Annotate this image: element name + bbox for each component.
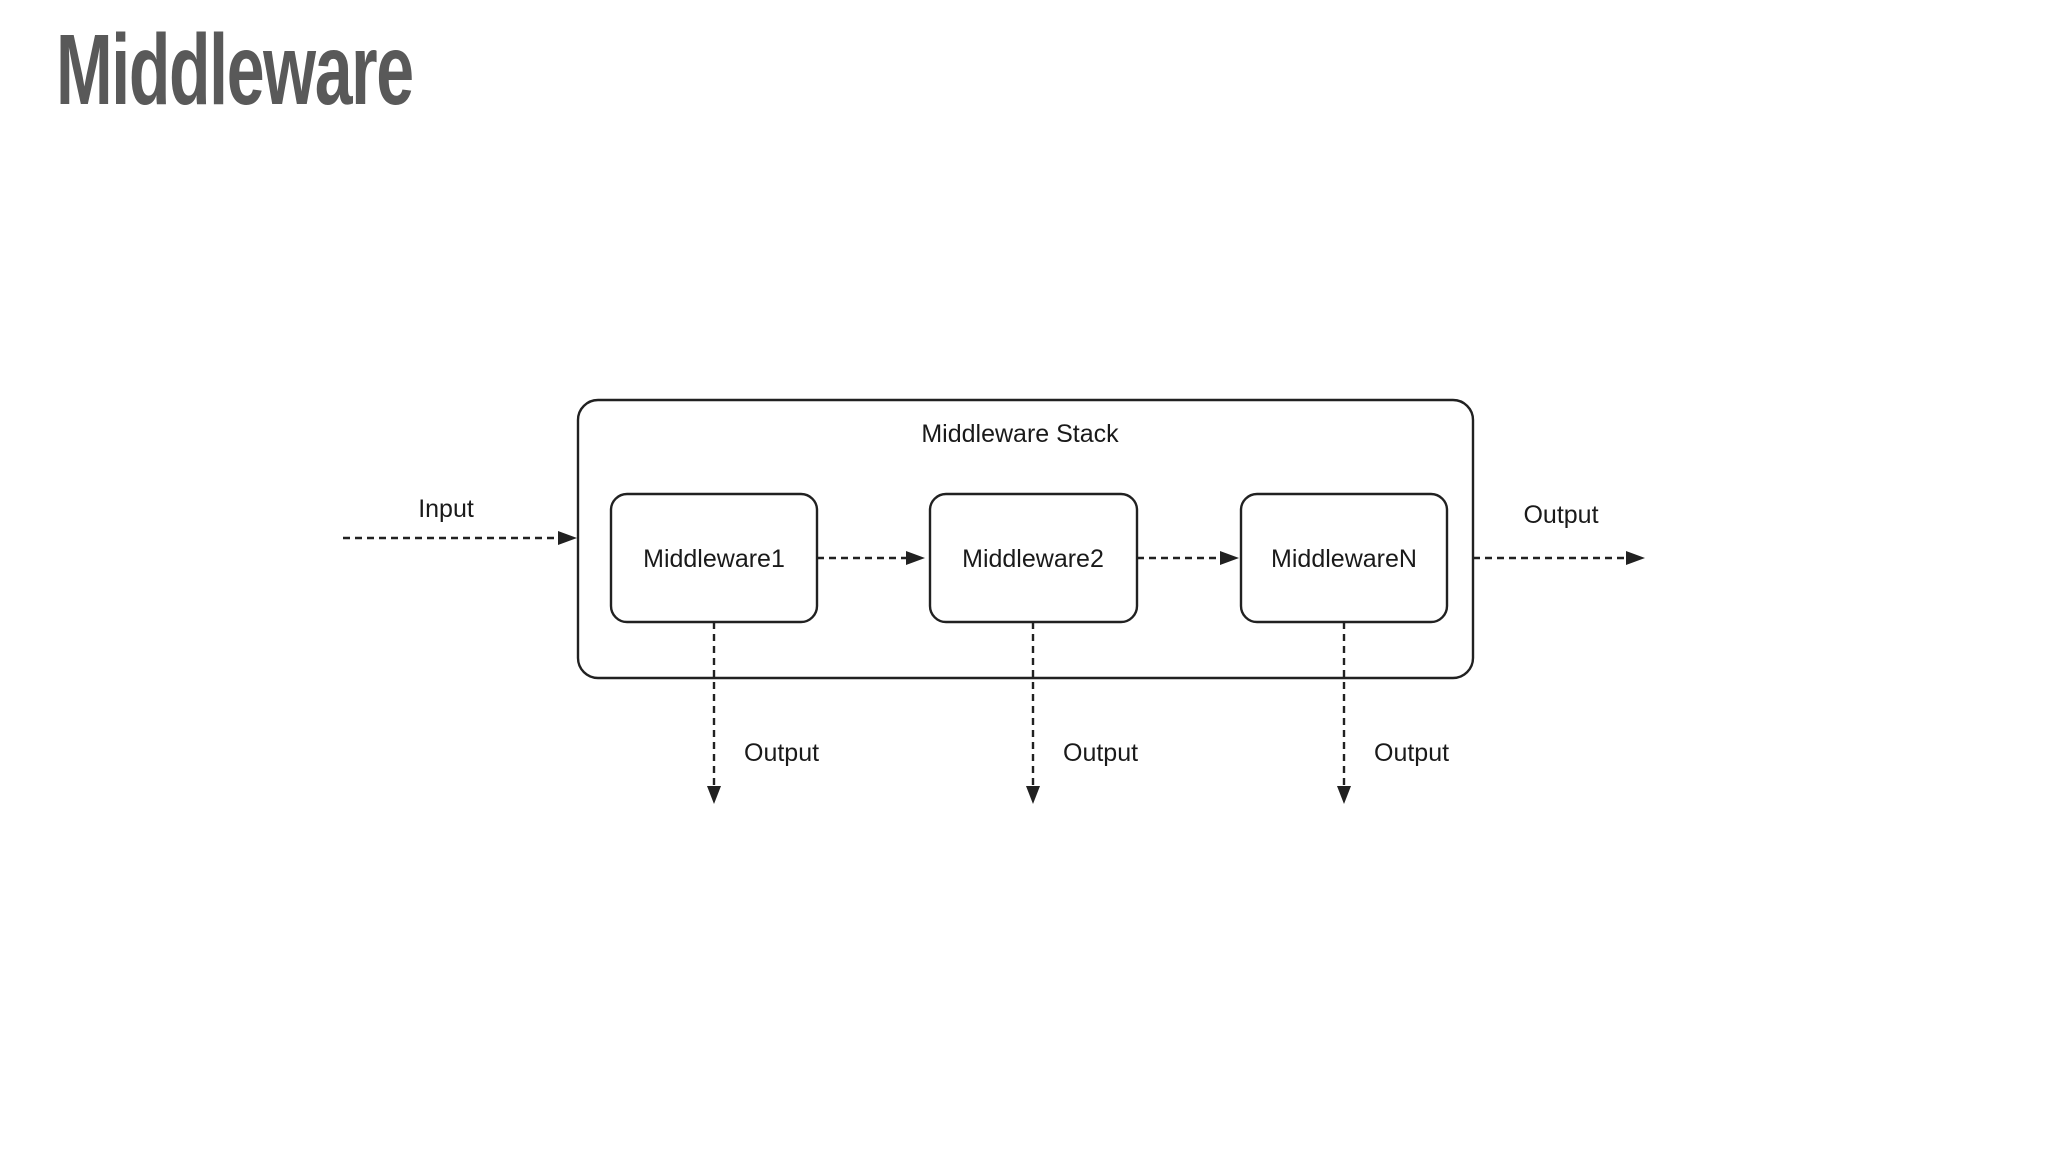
arrow-middleware1-to-middleware2-head-icon bbox=[906, 551, 925, 565]
middlewareN-output-arrow-head-icon bbox=[1337, 786, 1351, 804]
arrow-middleware2-to-middlewareN-head-icon bbox=[1220, 551, 1239, 565]
middlewareN-label: MiddlewareN bbox=[1271, 545, 1417, 573]
middleware2-label: Middleware2 bbox=[962, 545, 1104, 573]
middleware2-output-arrow-head-icon bbox=[1026, 786, 1040, 804]
output-label: Output bbox=[1523, 501, 1598, 529]
middleware2-output-label: Output bbox=[1063, 739, 1138, 767]
middleware1-output-arrow-head-icon bbox=[707, 786, 721, 804]
middleware1-label: Middleware1 bbox=[643, 545, 785, 573]
input-arrow-head-icon bbox=[558, 531, 577, 545]
middleware1-output-label: Output bbox=[744, 739, 819, 767]
input-label: Input bbox=[418, 495, 474, 523]
middlewareN-output-label: Output bbox=[1374, 739, 1449, 767]
middleware-stack-label: Middleware Stack bbox=[921, 420, 1119, 448]
output-arrow-head-icon bbox=[1626, 551, 1645, 565]
middleware-stack-container bbox=[576, 398, 1475, 680]
page-title: Middleware bbox=[56, 14, 414, 126]
